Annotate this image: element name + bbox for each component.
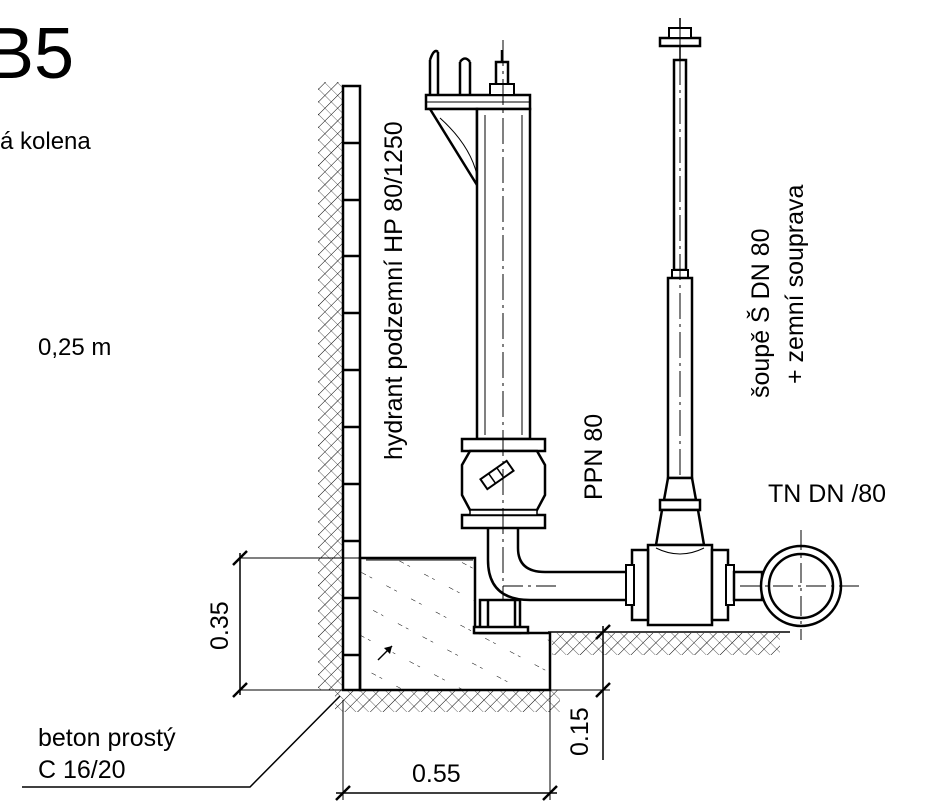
dimension-0-55: 0.55 <box>412 760 461 788</box>
hydrant <box>424 40 547 630</box>
leader-line <box>22 695 341 788</box>
dimension-0-15: 0.15 <box>566 707 594 756</box>
pipe-label: TN DN /80 <box>768 480 887 508</box>
concrete-label-line1: beton prostý <box>38 724 176 752</box>
valve-label-line2: + zemní souprava <box>781 184 809 384</box>
dimension-lines <box>232 550 611 801</box>
drawing-subtitle: á kolena <box>0 128 91 155</box>
wall-ladder <box>341 84 362 692</box>
soil-hatch-right <box>548 631 790 655</box>
main-pipe-section <box>740 530 860 640</box>
pipe-elbow <box>472 528 635 635</box>
ppn-label: PPN 80 <box>580 413 608 500</box>
gate-valve <box>625 18 764 627</box>
depth-note: 0,25 m <box>38 334 112 361</box>
dimension-0-35: 0.35 <box>206 601 234 650</box>
hydrant-label: hydrant podzemní HP 80/1250 <box>380 121 408 460</box>
concrete-block <box>358 556 552 692</box>
soil-hatch-bottom <box>335 690 560 712</box>
drawing-title: B5 <box>0 14 75 94</box>
valve-label-line1: šoupě Š DN 80 <box>747 228 775 398</box>
concrete-label-line2: C 16/20 <box>38 756 126 784</box>
soil-hatch-wall <box>318 82 342 690</box>
